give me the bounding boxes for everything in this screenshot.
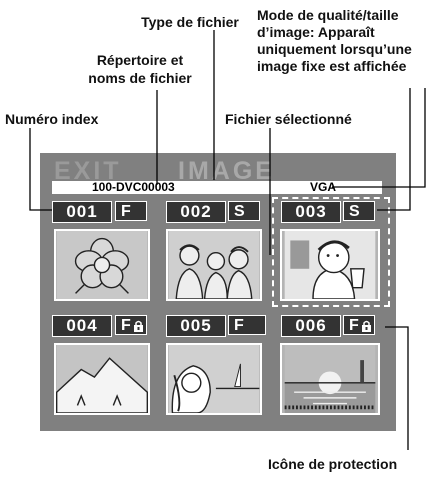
- exit-button[interactable]: EXIT: [54, 157, 122, 185]
- quality-mode-label-line3: uniquement lorsqu’une: [257, 41, 412, 57]
- index-screen: EXIT IMAGE 100-DVC00003 VGA 001 F 002 S …: [40, 153, 396, 431]
- thumbnail-004[interactable]: [54, 343, 150, 415]
- quality-value: VGA: [310, 180, 337, 194]
- file-type-letter: S: [234, 203, 245, 220]
- quality-mode-label: Mode de qualité/taille d’image: Apparaît…: [257, 7, 412, 75]
- file-type-006: F: [343, 315, 375, 335]
- file-type-002: S: [228, 201, 260, 221]
- file-type-letter: F: [121, 317, 131, 334]
- mode-title: IMAGE: [178, 157, 275, 185]
- woman-sea-icon: [168, 345, 260, 413]
- index-number-label: Numéro index: [5, 111, 99, 127]
- file-type-label: Type de fichier: [141, 14, 239, 30]
- index-number-006: 006: [281, 315, 341, 337]
- file-type-letter: S: [349, 203, 360, 220]
- protection-lock-icon: [362, 320, 371, 332]
- family-icon: [168, 231, 260, 299]
- file-type-letter: F: [349, 317, 359, 334]
- info-bar: 100-DVC00003 VGA: [52, 180, 382, 194]
- file-type-005: F: [228, 315, 266, 335]
- directory-file-label-line1: Répertoire et: [96, 52, 184, 68]
- thumbnail-002[interactable]: [166, 229, 262, 301]
- directory-file-label: Répertoire et noms de fichier: [60, 51, 220, 87]
- quality-mode-label-line1: Mode de qualité/taille: [257, 7, 399, 23]
- selected-file-label: Fichier sélectionné: [225, 111, 352, 127]
- thumbnail-005[interactable]: [166, 343, 262, 415]
- protection-icon-label: Icône de protection: [268, 456, 398, 472]
- leader-quality-vga: [332, 88, 426, 188]
- folder-file-name: 100-DVC00003: [92, 180, 175, 194]
- directory-file-label-line2: noms de fichier: [88, 70, 192, 86]
- file-type-004: F: [115, 315, 147, 335]
- quality-mode-label-line2: d’image: Apparaît: [257, 24, 375, 40]
- flower-icon: [56, 231, 148, 299]
- mountain-icon: [56, 345, 148, 413]
- thumbnail-006[interactable]: [280, 343, 380, 415]
- sunset-sea-icon: [284, 345, 376, 413]
- protection-lock-icon: [134, 320, 143, 332]
- leader-protection: [385, 326, 409, 450]
- file-type-letter: F: [121, 203, 131, 220]
- quality-mode-label-line4: image fixe est affichée: [257, 58, 407, 74]
- selection-frame: [272, 197, 390, 307]
- file-type-letter: F: [234, 317, 244, 334]
- file-type-001: F: [115, 201, 147, 221]
- index-number-001: 001: [52, 201, 112, 223]
- file-type-003: S: [343, 201, 375, 221]
- thumbnail-001[interactable]: [54, 229, 150, 301]
- leader-quality-s: [377, 88, 411, 211]
- thumbnail-003[interactable]: [280, 229, 380, 301]
- index-number-003: 003: [281, 201, 341, 223]
- leader-index: [29, 128, 52, 211]
- index-number-002: 002: [166, 201, 226, 223]
- index-number-004: 004: [52, 315, 112, 337]
- girl-drinking-icon: [284, 231, 376, 299]
- index-number-005: 005: [166, 315, 226, 337]
